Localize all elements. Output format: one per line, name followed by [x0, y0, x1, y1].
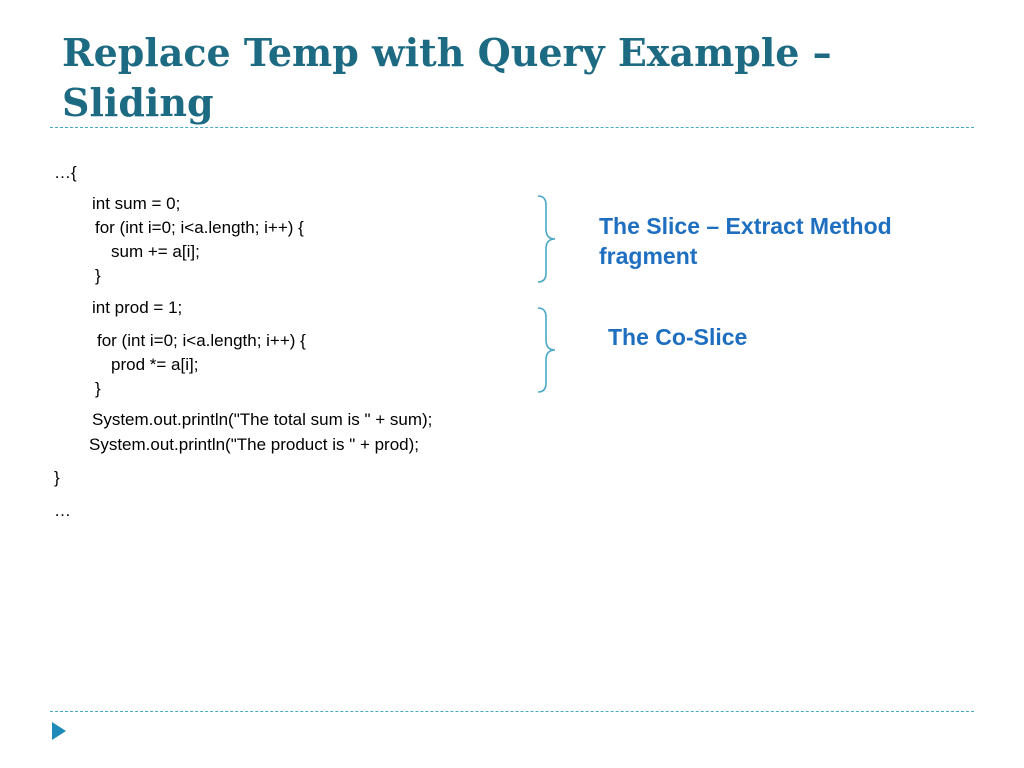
- slide-title-line2: Sliding: [62, 80, 214, 125]
- slide-title-line1: Replace Temp with Query Example –: [62, 30, 832, 75]
- code-sum-decl: int sum = 0;: [92, 194, 181, 213]
- code-open: …{: [54, 163, 77, 182]
- code-prod-mul: prod *= a[i];: [111, 355, 199, 374]
- play-triangle-icon: [52, 722, 66, 740]
- code-close-1: }: [95, 266, 101, 285]
- code-sum-add: sum += a[i];: [111, 242, 200, 261]
- coslice-brace: [537, 307, 556, 393]
- code-prod-decl: int prod = 1;: [92, 298, 183, 317]
- code-ellipsis: …: [54, 501, 71, 520]
- slice-annotation: The Slice – Extract Method fragment: [599, 211, 892, 271]
- code-print-prod: System.out.println("The product is " + p…: [89, 435, 420, 454]
- slice-annotation-line2: fragment: [599, 243, 698, 269]
- code-print-sum: System.out.println("The total sum is " +…: [92, 410, 433, 429]
- code-close-2: }: [95, 379, 101, 398]
- code-close: }: [54, 468, 60, 487]
- code-for-loop-1: for (int i=0; i<a.length; i++) {: [95, 218, 304, 237]
- bottom-divider: [50, 711, 974, 712]
- slide-title: Replace Temp with Query Example – Slidin…: [62, 28, 962, 128]
- code-for-loop-2: for (int i=0; i<a.length; i++) {: [97, 331, 306, 350]
- slice-annotation-line1: The Slice – Extract Method: [599, 213, 892, 239]
- coslice-annotation: The Co-Slice: [608, 324, 748, 350]
- top-divider: [50, 127, 974, 128]
- slice-brace: [537, 195, 556, 283]
